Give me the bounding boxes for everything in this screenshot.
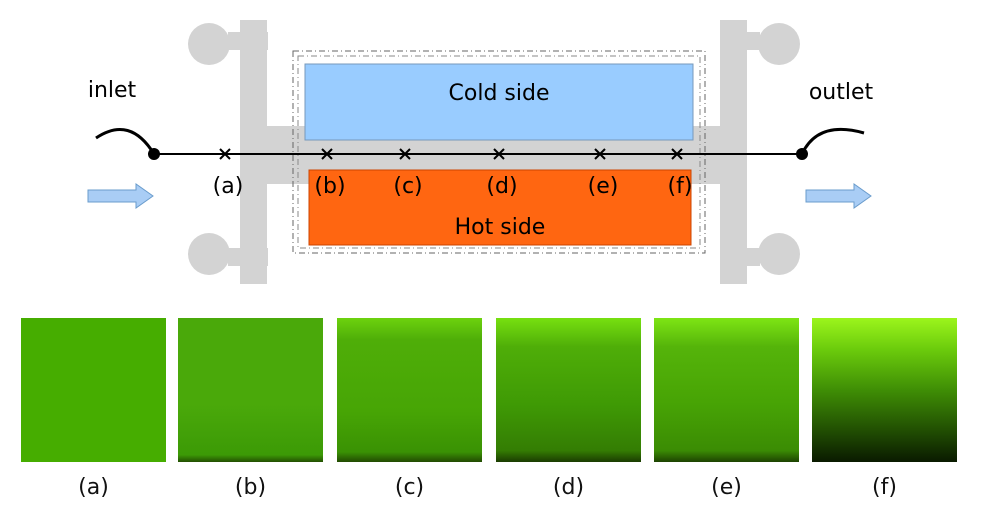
hot-side-block (308, 169, 692, 246)
inlet-hose (95, 128, 156, 155)
hot-side-label: Hot side (455, 215, 546, 240)
panel-label-a: (a) (78, 475, 109, 500)
inlet-label: inlet (88, 78, 137, 103)
outlet-label: outlet (809, 80, 874, 105)
panel-c (337, 318, 482, 462)
point-label-b: (b) (314, 174, 345, 199)
measurement-points: (a) (b) (c) (d) (e) (f) (213, 148, 693, 199)
panel-d (496, 318, 641, 462)
point-marker-a: (a) (213, 148, 244, 199)
outlet-hose (800, 128, 865, 155)
panel-label-b: (b) (234, 475, 267, 500)
cold-side-block (304, 63, 694, 141)
point-label-d: (d) (486, 174, 517, 199)
point-marker-e: (e) (588, 148, 619, 199)
channel-diagram: Cold side Hot side inlet outlet (a) (b) (c… (87, 20, 874, 284)
point-marker-f: (f) (668, 148, 693, 199)
cold-side-label: Cold side (449, 81, 550, 106)
panel-f (812, 318, 957, 462)
inlet-arrow-icon (87, 183, 154, 209)
outer-dashed-box (292, 50, 706, 254)
panel-a (21, 318, 166, 462)
panel-b (178, 318, 323, 462)
inner-dashed-box (297, 55, 701, 249)
point-marker-d: (d) (486, 148, 518, 199)
panel-e (654, 318, 799, 462)
panel-label-e: (e) (711, 475, 742, 500)
point-marker-b: (b) (314, 148, 346, 199)
panel-label-d: (d) (552, 475, 585, 500)
point-label-e: (e) (588, 174, 619, 199)
outlet-arrow-icon (805, 183, 872, 209)
image-panels: (a) (b) (c) (d) (e) (f) (0, 318, 985, 513)
panel-label-c: (c) (394, 475, 425, 500)
panel-label-f: (f) (872, 475, 897, 500)
right-frame (690, 20, 800, 284)
point-marker-c: (c) (393, 148, 423, 199)
point-label-a: (a) (213, 174, 244, 199)
point-label-f: (f) (668, 174, 693, 199)
left-frame (188, 20, 302, 284)
point-label-c: (c) (393, 174, 422, 199)
